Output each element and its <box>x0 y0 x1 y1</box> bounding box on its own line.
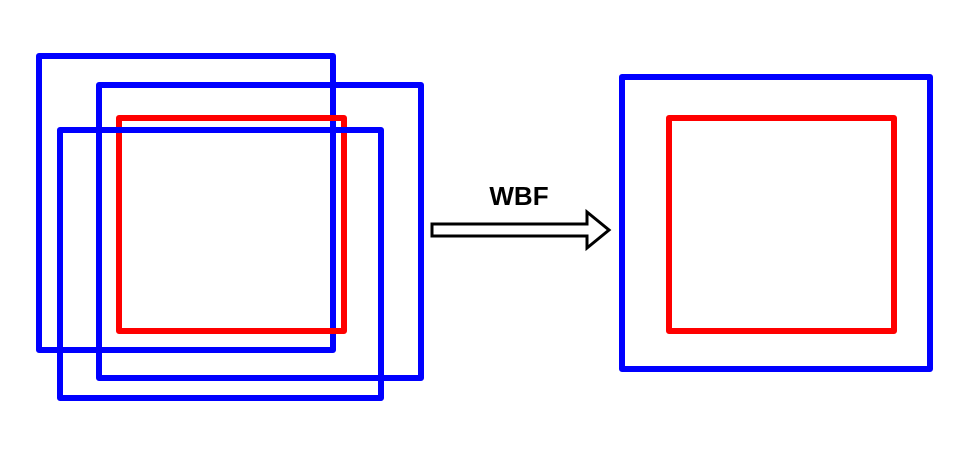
wbf-arrow-group: WBF <box>430 181 612 252</box>
before-panel <box>36 53 424 401</box>
reference-box-before <box>116 115 347 334</box>
right-arrow-icon <box>430 208 612 252</box>
predicted-box-3 <box>57 127 384 401</box>
after-panel <box>619 74 933 372</box>
reference-box-after <box>666 115 897 334</box>
predicted-box-1 <box>36 53 336 353</box>
arrow-label: WBF <box>489 181 548 211</box>
predicted-box-2 <box>96 82 424 381</box>
fused-box <box>619 74 933 372</box>
